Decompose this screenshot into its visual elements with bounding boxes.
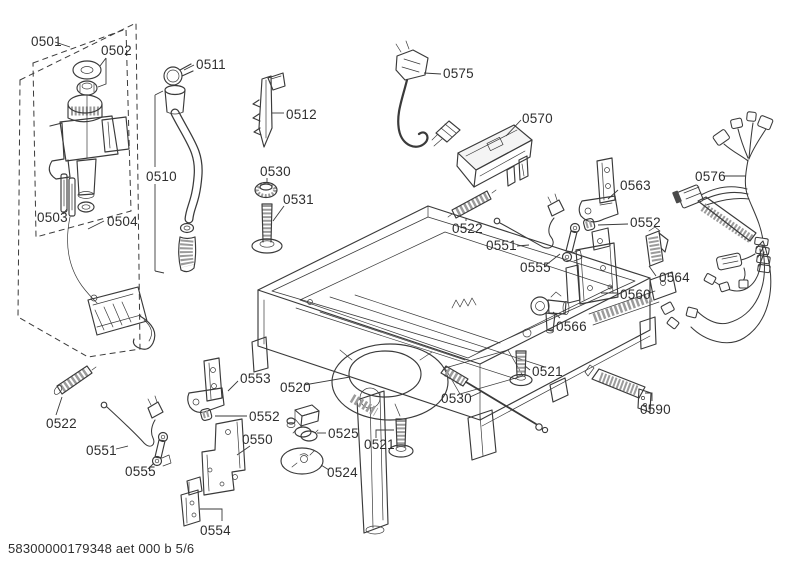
part-label-0553: 0553 xyxy=(240,371,271,386)
part-drawing-0504-junction-unit xyxy=(67,216,156,350)
part-drawing-0521-screw-bottom xyxy=(375,418,414,458)
part-drawing-0553-hinge-bracket-left xyxy=(187,357,239,413)
part-label-0566: 0566 xyxy=(556,319,587,334)
part-label-0521-right: 0521 xyxy=(532,364,563,379)
part-label-0530-top: 0530 xyxy=(260,164,291,179)
part-label-0552-left: 0552 xyxy=(249,409,280,424)
part-label-0510: 0510 xyxy=(146,169,177,184)
part-label-0550: 0550 xyxy=(242,432,273,447)
part-label-0555-right: 0555 xyxy=(520,260,551,275)
part-drawing-0590-rail xyxy=(584,364,653,413)
part-label-0551-right: 0551 xyxy=(486,238,517,253)
part-label-0575: 0575 xyxy=(443,66,474,81)
part-drawing-0576-wiring-harness xyxy=(660,111,774,344)
part-drawing-0554-bracket-small xyxy=(180,476,223,527)
part-drawing-0511-hose-clamp xyxy=(163,63,195,86)
part-drawing-0530-tension-rod xyxy=(440,365,549,434)
part-drawing-0563-hinge-bracket-right xyxy=(578,157,619,223)
part-drawing-0525-feet xyxy=(286,404,326,442)
part-label-0530-bottom: 0530 xyxy=(441,391,472,406)
part-drawing-0530-nut xyxy=(254,178,278,199)
document-number: 58300000179348 aet 000 b 5/6 xyxy=(8,541,195,556)
part-drawing-0551-earth-wire-left xyxy=(100,395,164,450)
part-drawing-0502-washer-nut xyxy=(72,57,107,96)
part-label-0503: 0503 xyxy=(37,210,68,225)
part-label-0552-right: 0552 xyxy=(630,215,661,230)
part-label-0531: 0531 xyxy=(283,192,314,207)
part-label-0521-bottom: 0521 xyxy=(364,437,395,452)
part-label-0563: 0563 xyxy=(620,178,651,193)
part-drawing-0522-spring-left xyxy=(53,365,97,416)
part-drawing-0522-spring-right xyxy=(447,189,497,221)
part-drawing-0552-grommet-left xyxy=(199,407,247,421)
part-drawing-0503-aquastop-valve xyxy=(48,94,130,217)
part-drawing-0510-drain-hose xyxy=(154,84,203,274)
part-label-0560: 0560 xyxy=(620,287,651,302)
part-label-0576: 0576 xyxy=(695,169,726,184)
part-drawing-0552-grommet-right xyxy=(582,217,629,231)
part-drawing-0512-cable-clip xyxy=(252,72,286,148)
assembly-boundary-0501 xyxy=(17,22,141,358)
part-label-0524: 0524 xyxy=(327,465,358,480)
part-label-0520: 0520 xyxy=(280,380,311,395)
part-label-0522-left: 0522 xyxy=(46,416,77,431)
part-label-0570: 0570 xyxy=(522,111,553,126)
part-drawing-0550-bracket xyxy=(201,418,251,496)
part-drawing-0570-control-module xyxy=(456,119,533,188)
part-label-0512: 0512 xyxy=(286,107,317,122)
part-drawing-0564-terminal-rail xyxy=(645,226,669,277)
part-label-0522-right: 0522 xyxy=(452,221,483,236)
part-label-0511: 0511 xyxy=(196,57,226,72)
part-label-0564: 0564 xyxy=(659,270,690,285)
part-label-0525: 0525 xyxy=(328,426,359,441)
part-label-0502: 0502 xyxy=(101,43,132,58)
part-label-0504: 0504 xyxy=(107,214,138,229)
part-drawing-0524-damper-disc xyxy=(280,447,330,475)
part-label-0501: 0501 xyxy=(31,34,62,49)
part-drawing-0555-link-left xyxy=(147,431,172,470)
part-label-0551-left: 0551 xyxy=(86,443,117,458)
part-drawing-0520-base-tray xyxy=(251,205,677,535)
part-label-0555-left: 0555 xyxy=(125,464,156,479)
part-drawing-0521-screw-right xyxy=(509,350,533,387)
part-drawing-0531-screw xyxy=(251,203,285,254)
part-label-0554: 0554 xyxy=(200,523,231,538)
part-drawing-0555-link-right xyxy=(545,222,583,266)
part-drawing-0575-power-cord xyxy=(395,40,461,148)
part-label-0590: 0590 xyxy=(640,402,671,417)
